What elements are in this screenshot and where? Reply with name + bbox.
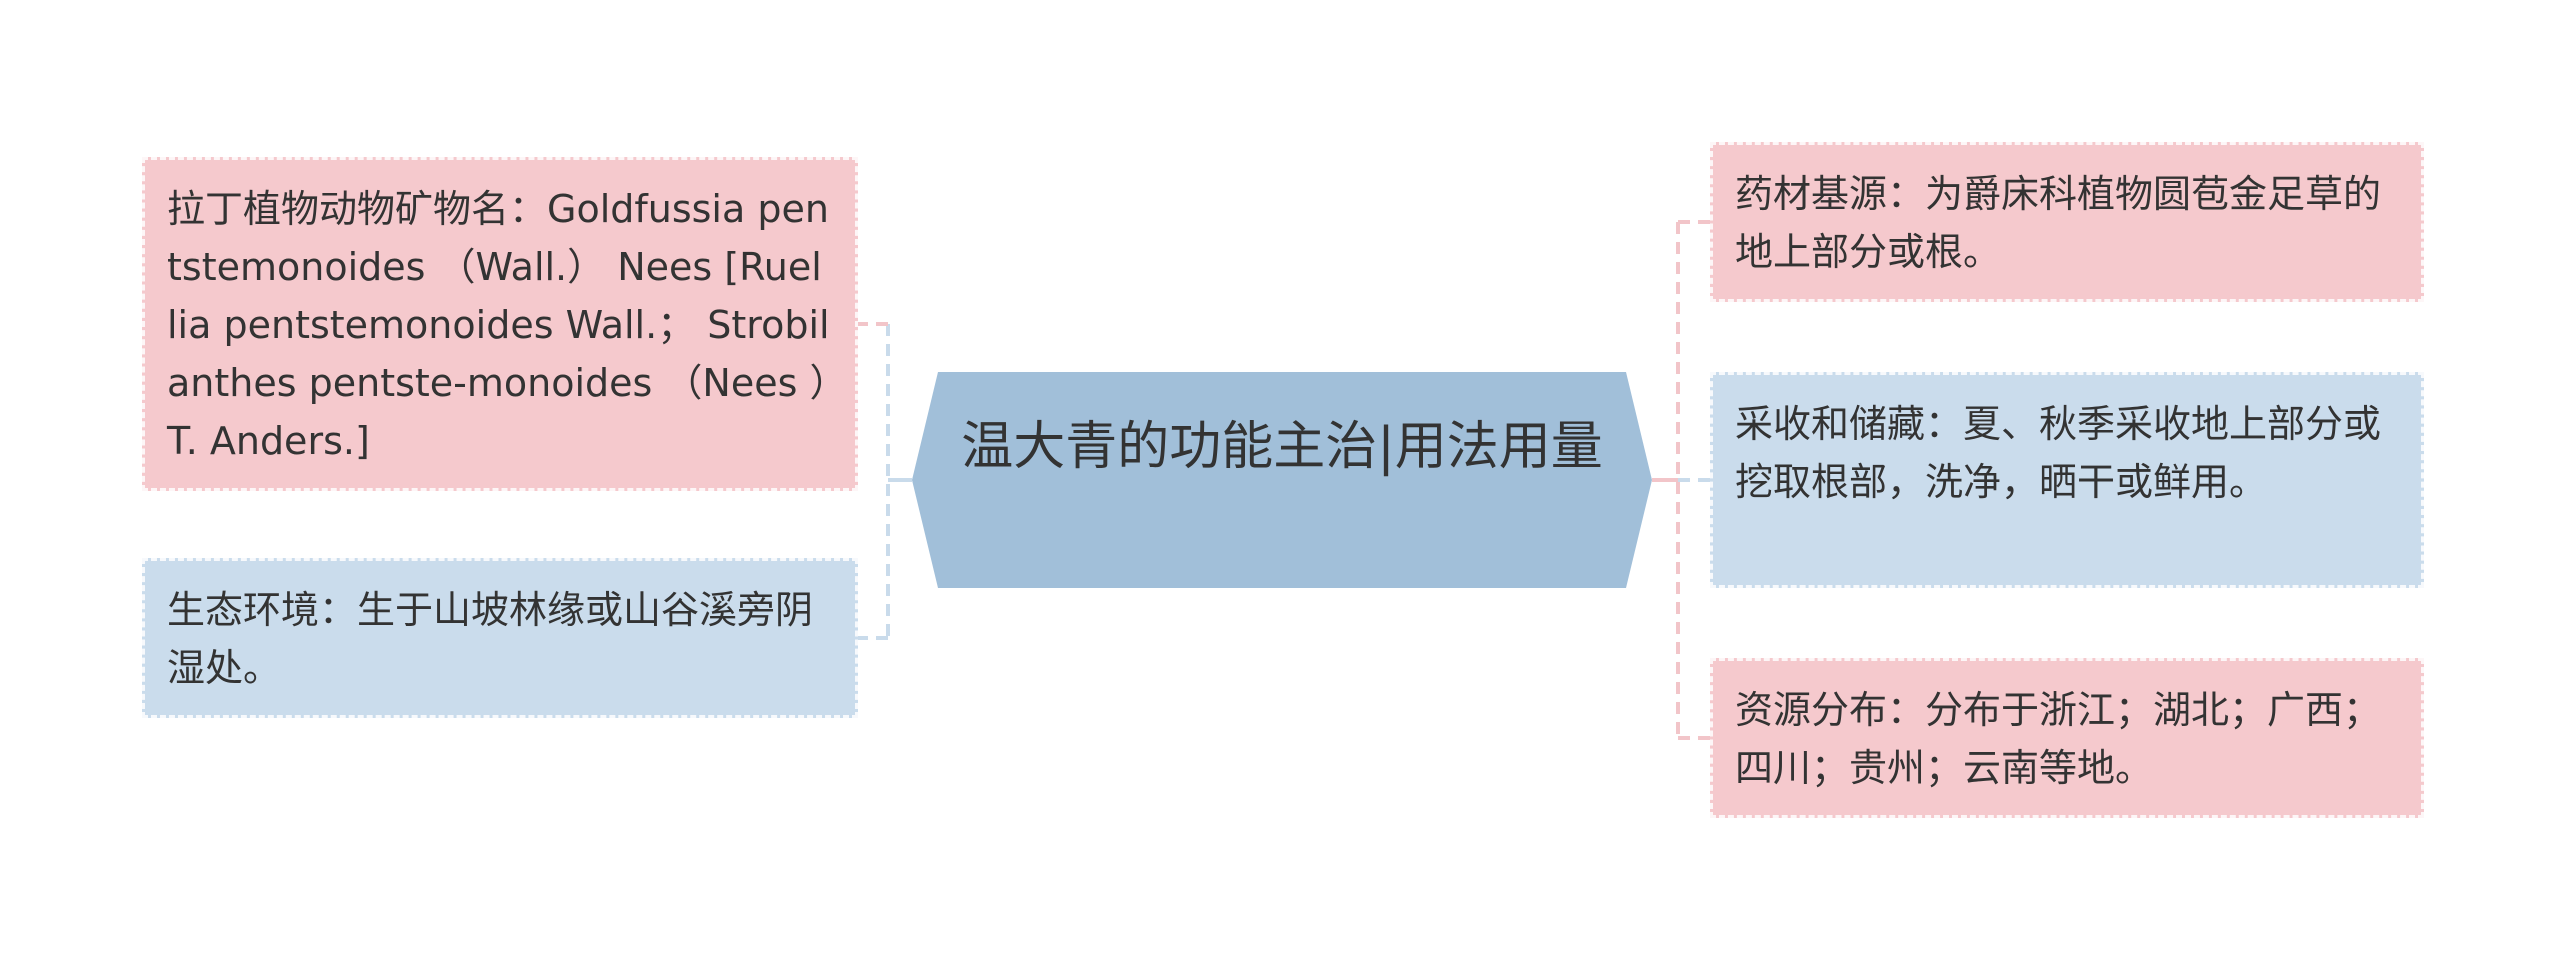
center-topic[interactable]: 温大青的功能主治|用法用量 [912,372,1652,588]
right-node-harvest[interactable]: 采收和储藏：夏、秋季采收地上部分或挖取根部，洗净，晒干或鲜用。 [1710,372,2424,588]
left-node-habitat[interactable]: 生态环境：生于山坡林缘或山谷溪旁阴湿处。 [142,558,858,718]
center-topic-shape [912,372,1652,588]
center-topic-title: 温大青的功能主治|用法用量 [961,417,1603,477]
left-node-latin-name[interactable]: 拉丁植物动物矿物名：Goldfussia pentstemonoides （Wa… [142,157,858,491]
right-node-harvest-text: 采收和储藏：夏、秋季采收地上部分或挖取根部，洗净，晒干或鲜用。 [1735,402,2382,504]
right-node-distribution[interactable]: 资源分布：分布于浙江；湖北；广西；四川；贵州；云南等地。 [1710,658,2424,818]
left-node-habitat-text: 生态环境：生于山坡林缘或山谷溪旁阴湿处。 [167,588,814,690]
right-node-source[interactable]: 药材基源：为爵床科植物圆苞金足草的地上部分或根。 [1710,142,2424,302]
right-node-source-text: 药材基源：为爵床科植物圆苞金足草的地上部分或根。 [1735,172,2382,274]
left-node-latin-name-text: 拉丁植物动物矿物名：Goldfussia pentstemonoides （Wa… [167,187,830,463]
right-node-distribution-text: 资源分布：分布于浙江；湖北；广西；四川；贵州；云南等地。 [1735,688,2382,790]
